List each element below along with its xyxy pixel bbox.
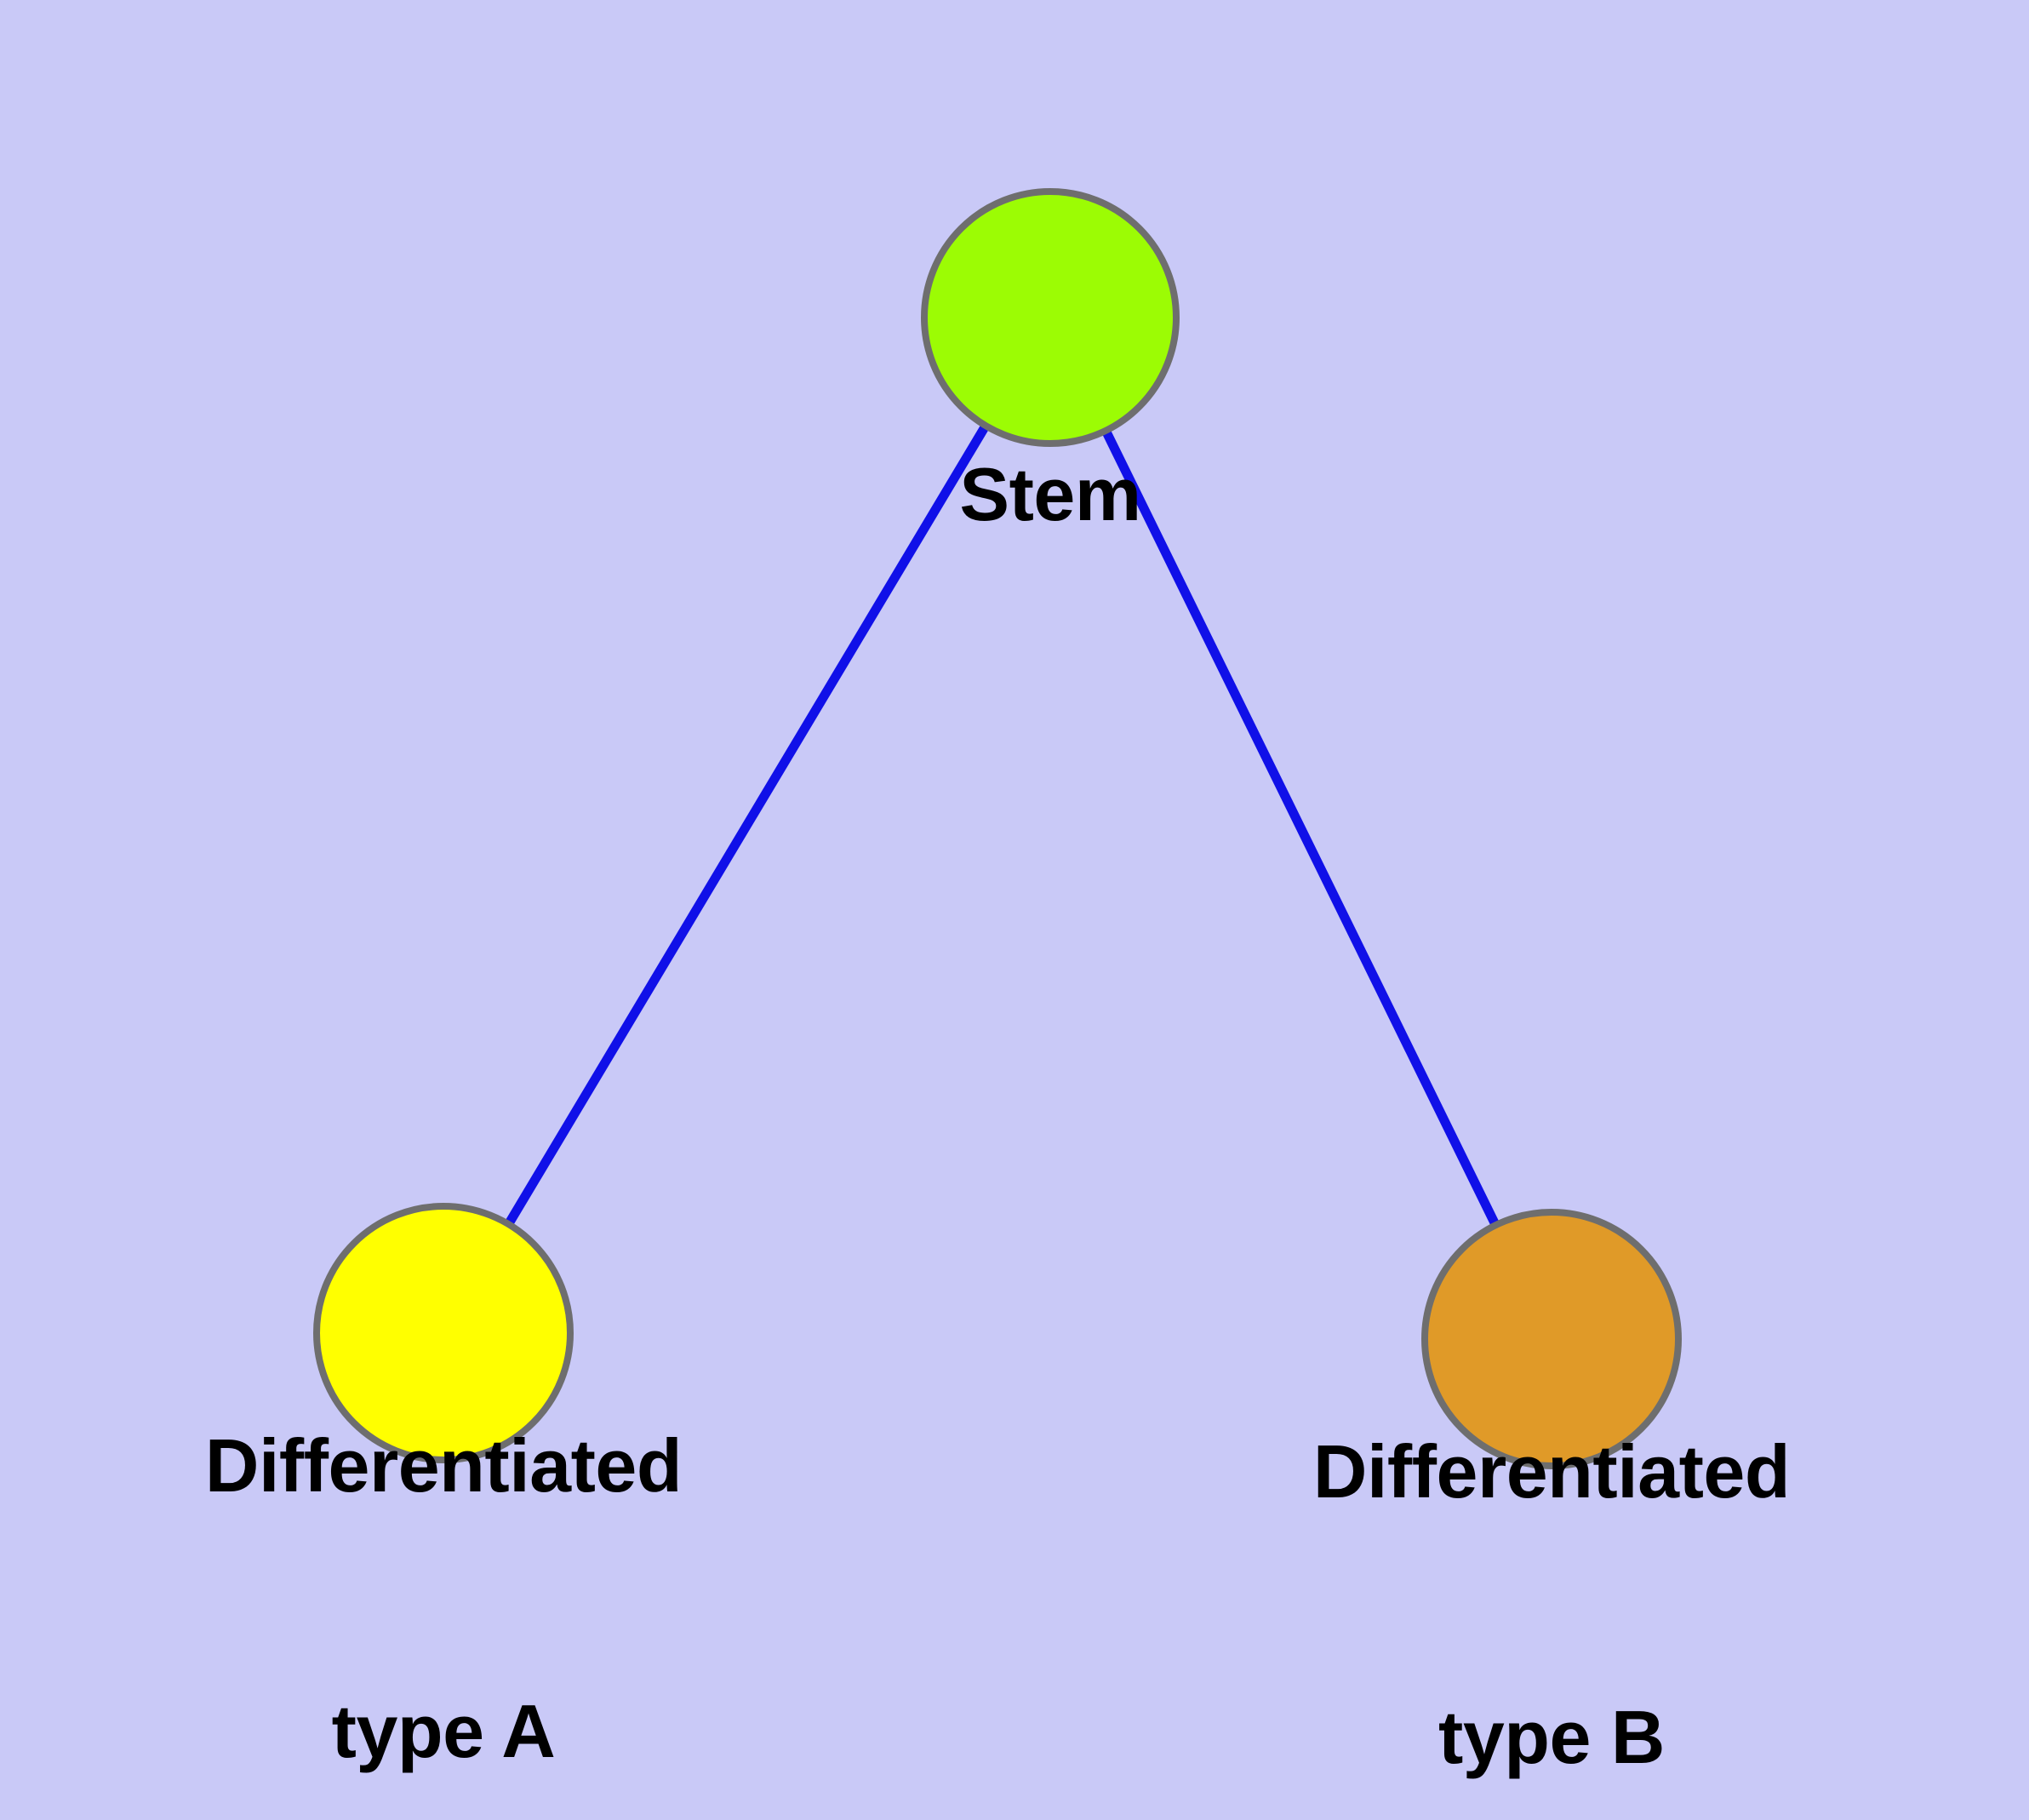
edge-stem-to-differentiated-type-a [439, 315, 1055, 1336]
edge-stem-to-differentiated-type-b [1046, 315, 1556, 1342]
node-stem[interactable] [921, 188, 1180, 447]
node-layer [313, 188, 1682, 1469]
node-differentiated-type-b[interactable] [1421, 1209, 1682, 1469]
node-differentiated-type-a[interactable] [313, 1203, 574, 1463]
edge-layer [439, 315, 1556, 1342]
